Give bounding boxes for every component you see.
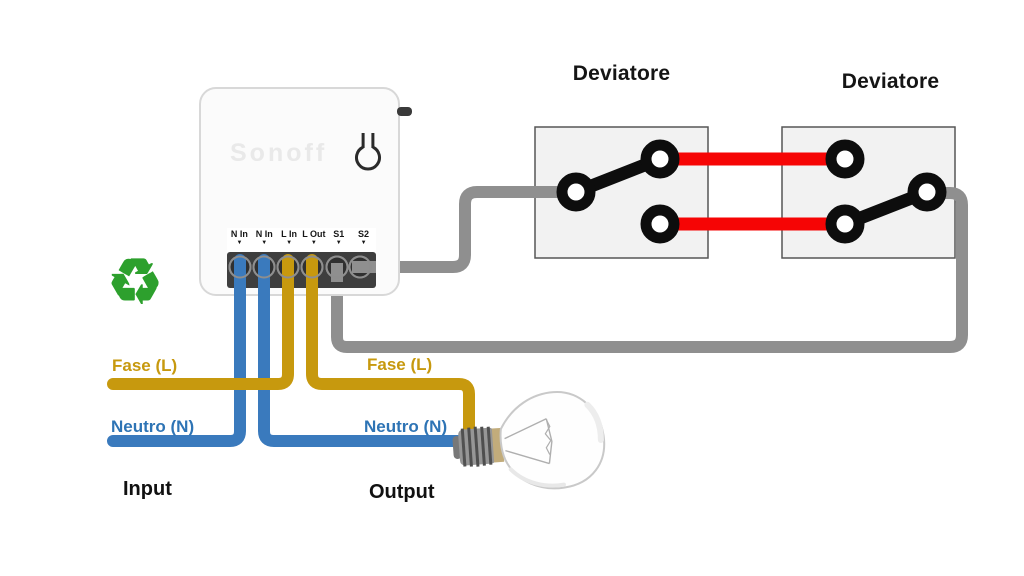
switch-left-top-terminal <box>640 139 680 179</box>
neutro-output-label: Neutro (N) <box>364 417 448 436</box>
device-side-pin <box>397 107 412 116</box>
neutro-input-label: Neutro (N) <box>111 417 195 436</box>
terminal-label-s2: S2 ▼ <box>351 229 376 247</box>
terminal-label-s1: S1 ▼ <box>326 229 351 247</box>
switch-left-bottom-terminal <box>640 204 680 244</box>
wire-neutral-output <box>258 254 473 447</box>
terminal-label-text: L In <box>281 229 297 239</box>
deviator-title-right: Deviatore <box>841 70 940 93</box>
wire-s2-gray <box>360 186 576 273</box>
terminal-arrow-icon: ▼ <box>360 240 367 246</box>
sonoff-logo: Sonoff <box>230 139 328 167</box>
bulb-shade <box>508 467 566 488</box>
output-label: Output <box>369 481 435 503</box>
terminal-arrow-icon: ▼ <box>236 240 243 246</box>
switch-symbol-icon <box>355 133 381 171</box>
terminal-label-text: N In <box>230 229 248 239</box>
terminal-labels: N In ▼ N In ▼ L In ▼ L Out ▼ S1 ▼ S2 ▼ <box>227 229 376 247</box>
switch-left-common-terminal <box>556 172 596 212</box>
terminal-label-nin1: N In ▼ <box>227 229 252 247</box>
switch-right-bottom-terminal <box>825 204 865 244</box>
terminal-label-text: N In <box>255 229 273 239</box>
terminal-rings <box>228 255 372 279</box>
switch-right-common-terminal <box>907 172 947 212</box>
bulb-filament-coil <box>544 419 552 455</box>
light-bulb <box>452 391 606 490</box>
terminal-label-text: L Out <box>302 229 326 239</box>
terminal-label-text: S1 <box>333 229 345 239</box>
terminal-arrow-icon: ▼ <box>310 240 317 246</box>
wire-live-output <box>306 254 475 437</box>
bulb-screw-base <box>452 426 505 467</box>
terminal-arrow-icon: ▼ <box>286 240 293 246</box>
terminal-arrow-icon: ▼ <box>261 240 268 246</box>
deviator-title-left: Deviatore <box>572 62 671 85</box>
recycle-icon: ♻ <box>107 248 163 317</box>
bulb-highlight <box>584 401 604 443</box>
fase-input-label: Fase (L) <box>112 356 178 375</box>
bulb-glass <box>499 391 606 490</box>
terminal-label-nin2: N In ▼ <box>252 229 277 247</box>
switch-right-top-terminal <box>825 139 865 179</box>
terminal-arrow-icon: ▼ <box>335 240 342 246</box>
terminal-label-text: S2 <box>358 229 370 239</box>
wire-live-input <box>107 254 294 390</box>
wire-s1-gray <box>331 187 968 353</box>
input-label: Input <box>123 478 172 500</box>
bulb-filament <box>504 418 553 465</box>
terminal-label-strip <box>227 228 376 252</box>
terminal-label-lout: L Out ▼ <box>301 229 326 247</box>
fase-output-label: Fase (L) <box>367 355 433 374</box>
wire-neutral-input <box>107 254 246 447</box>
terminal-label-lin: L In ▼ <box>277 229 302 247</box>
